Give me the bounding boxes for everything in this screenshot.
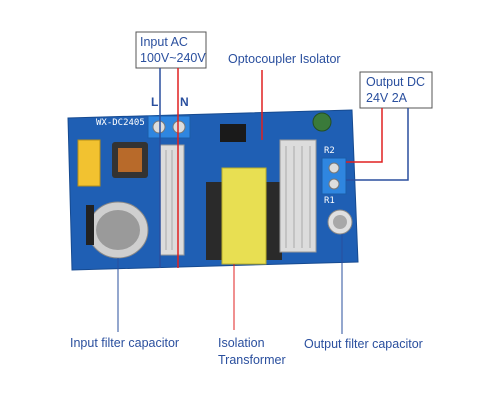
optocoupler-label: Optocoupler Isolator	[228, 52, 341, 66]
output-dc-label: Output DC	[366, 75, 426, 89]
leader-output-neg	[346, 108, 409, 181]
fuse-block	[77, 139, 101, 187]
input-filter-capacitor-label: Input filter capacitor	[70, 336, 180, 350]
input-ac-box	[135, 31, 207, 69]
pin-l-label: L	[151, 95, 159, 109]
output-filter-capacitor-label: Output filter capacitor	[304, 337, 423, 351]
input-ac-label: Input AC	[140, 35, 188, 49]
right-heatsink	[279, 139, 317, 253]
output-terminal-screw-bottom	[328, 178, 340, 190]
choke-winding	[118, 148, 142, 172]
isolation-transformer-label-1: Isolation	[218, 336, 265, 350]
input-terminal-screw-l	[152, 120, 166, 134]
input-capacitor-inner	[96, 210, 140, 250]
input-capacitor-stripe	[86, 205, 94, 245]
output-capacitor-inner	[333, 215, 347, 229]
input-ac-range: 100V~240V	[140, 51, 206, 65]
transformer-body	[221, 167, 267, 265]
output-dc-rating: 24V 2A	[366, 91, 408, 105]
pin-n-label: N	[180, 95, 189, 109]
optocoupler-chip	[220, 124, 246, 142]
r1-silkscreen: R1	[324, 196, 335, 206]
output-terminal-screw-top	[328, 162, 340, 174]
input-terminal-screw-n	[172, 120, 186, 134]
r2-silkscreen: R2	[324, 146, 335, 156]
small-capacitor	[312, 112, 332, 132]
board-model-silkscreen: WX-DC2405	[96, 118, 145, 128]
left-heatsink	[159, 144, 185, 256]
leader-output-pos	[346, 108, 383, 163]
isolation-transformer-label-2: Transformer	[218, 353, 286, 367]
output-dc-box	[359, 71, 433, 109]
